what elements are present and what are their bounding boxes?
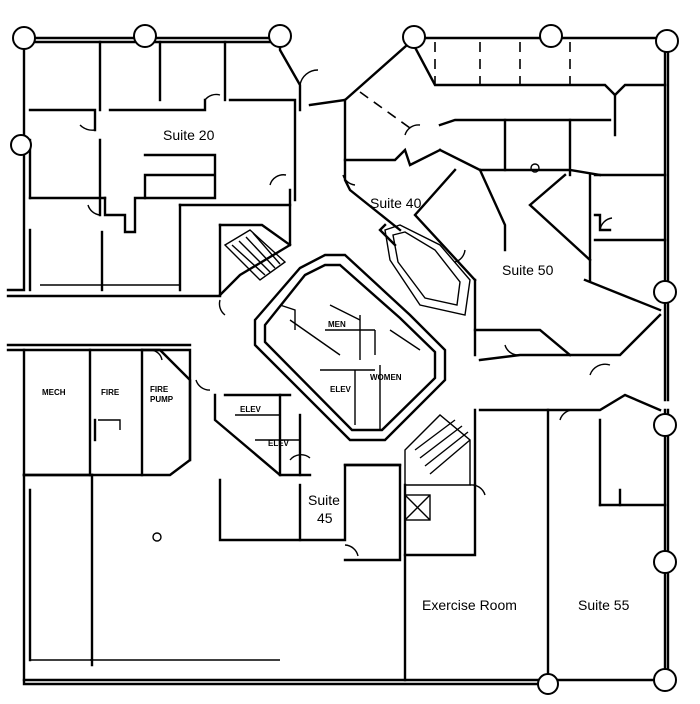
suite-45-label-line2: 45 <box>317 510 333 526</box>
service-rooms <box>22 348 192 667</box>
corridor-walls <box>213 98 662 486</box>
room-labels: Suite 20 Suite 40 Suite 50 Suite 45 Exer… <box>42 127 630 613</box>
suite-45-label-line1: Suite <box>308 492 340 508</box>
suite-20-label: Suite 20 <box>163 127 215 143</box>
mens-restroom-label: MEN <box>328 320 346 329</box>
fire-pump-label-line1: FIRE <box>150 385 169 394</box>
suite-50-label: Suite 50 <box>502 262 554 278</box>
mech-label: MECH <box>42 388 66 397</box>
womens-restroom-label: WOMEN <box>370 373 402 382</box>
suite-20-walls <box>28 40 297 292</box>
elevator-lower-label: ELEV <box>268 439 290 448</box>
suite-55-label: Suite 55 <box>578 597 630 613</box>
door-swings <box>149 69 613 557</box>
elevator-upper-label: ELEV <box>240 405 262 414</box>
columns <box>10 24 679 695</box>
suite-40-50-walls <box>359 36 667 357</box>
fire-pump-label-line2: PUMP <box>150 395 174 404</box>
exercise-room-label: Exercise Room <box>422 597 517 613</box>
central-core <box>253 253 447 442</box>
fire-label: FIRE <box>101 388 120 397</box>
south-suites-walls <box>90 408 667 682</box>
elevator-core-label: ELEV <box>330 385 352 394</box>
suite-40-label: Suite 40 <box>370 195 422 211</box>
